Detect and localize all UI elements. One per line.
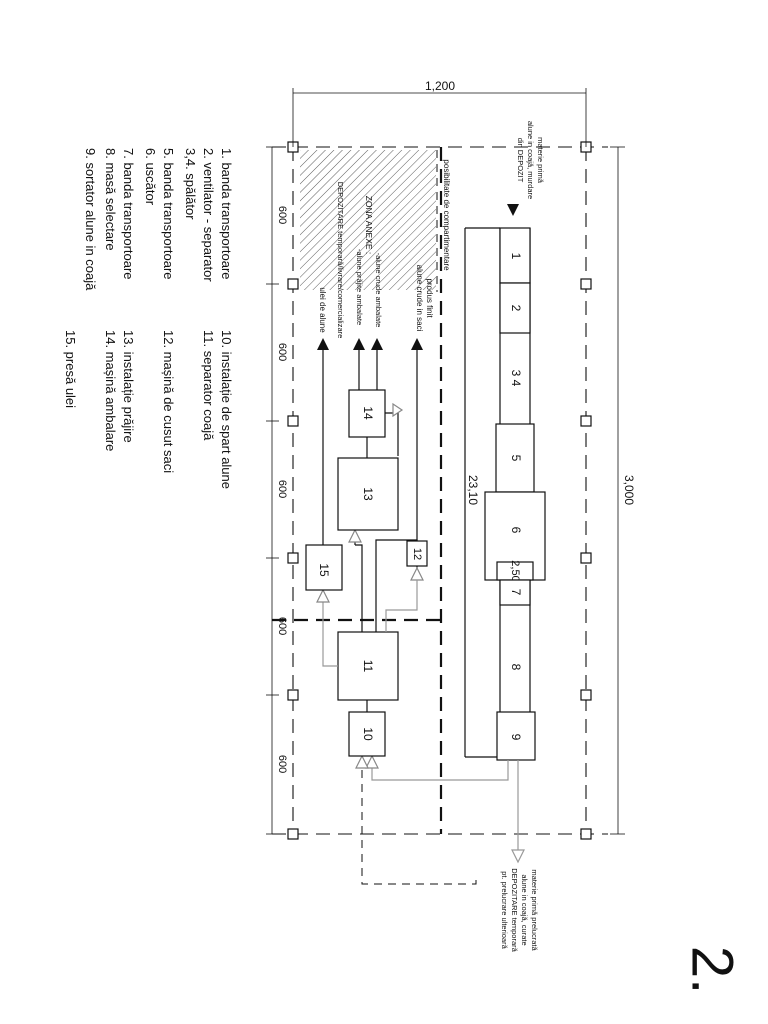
bay-label-3: 600 — [276, 480, 288, 498]
unit-13-label: 13 — [361, 487, 375, 501]
unit-6: 6 2,50 — [484, 491, 546, 582]
unit-9-label: 9 — [509, 734, 523, 741]
unit-3-4: 3 4 — [509, 370, 523, 387]
dimension-width: 1,200 — [292, 79, 587, 147]
dimension-inner-length: 23,10 — [466, 475, 480, 505]
dimension-width-label: 1,200 — [425, 79, 455, 93]
dimension-length: 3,000 — [610, 146, 636, 835]
output-labels: produs finit alune crude in saci ulei de… — [318, 265, 434, 334]
unit-7-label: 7 — [509, 589, 523, 596]
flows-from-separator — [316, 528, 424, 667]
annex-zone: posibilitate de compartimentare ZONA ANE… — [300, 150, 451, 338]
output-processed-line-2: alune in coajă, curate — [520, 874, 529, 945]
legend-item-10: 11. separator coajă — [201, 330, 216, 441]
unit-15-label: 15 — [317, 563, 331, 577]
legend-item-11: 12. mașină de cusut saci — [161, 330, 176, 473]
unit-7: 7 — [499, 579, 531, 606]
building-outline — [272, 146, 608, 835]
legend-item-1: 1. banda transportoare — [219, 148, 234, 280]
unit-8-label: 8 — [509, 664, 523, 671]
unit-5: 5 — [495, 423, 535, 493]
unit-14: 14 — [348, 389, 386, 438]
zone-title: ZONA ANEXE : — [364, 196, 374, 255]
legend-col-2: 10. instalație de spart alune 11. separa… — [63, 330, 234, 489]
unit-13: 13 — [337, 457, 399, 531]
dimension-length-label: 3,000 — [622, 475, 636, 505]
legend-item-13: 14. mașină ambalare — [103, 330, 118, 451]
bay-label-2: 600 — [276, 343, 288, 361]
input-raw-line-1: materie primă — [536, 137, 545, 184]
output-raw-bags: alune crude in saci — [415, 265, 424, 332]
input-raw-material: materie primă alune in coajă, murdare di… — [507, 121, 545, 216]
legend-item-8: 9. sortator alune in coajă — [83, 148, 98, 291]
page-number-text: 2. — [680, 946, 745, 994]
legend-item-4: 5. banda transportoare — [161, 148, 176, 280]
zone-line-1: -alune crude ambalate — [374, 253, 383, 328]
unit-12-label: 12 — [411, 548, 423, 560]
bay-label-4: 600 — [276, 617, 288, 635]
zone-line-2: -alune prăjite ambalate — [355, 249, 364, 325]
output-finished-product: produs finit — [425, 278, 434, 318]
output-processed-line-4: pt. prelucrare ulterioară — [500, 871, 509, 949]
legend-item-5: 6. uscător — [143, 148, 158, 206]
unit-10: 10 — [348, 711, 386, 757]
bay-label-1: 600 — [276, 206, 288, 224]
dimension-inner-width-label: 2,50 — [509, 560, 521, 581]
flow-connections — [355, 754, 509, 885]
unit-14-label: 14 — [361, 406, 375, 420]
unit-8: 8 — [509, 664, 523, 671]
legend-item-14: 15. presă ulei — [63, 330, 78, 408]
output-processed-line-3: DEPOZITARE temporară — [510, 868, 519, 952]
page-number: 2. — [680, 946, 745, 994]
legend-col-1: 1. banda transportoare 2. ventilator - s… — [83, 148, 234, 291]
legend-item-2: 2. ventilator - separator — [201, 148, 216, 282]
output-oil: ulei de alune — [318, 287, 327, 333]
unit-10-label: 10 — [361, 727, 375, 741]
input-raw-line-3: din DEPOZIT — [516, 138, 525, 183]
unit-9: 9 — [496, 711, 536, 761]
legend-item-7: 8. masă selectare — [103, 148, 118, 251]
unit-6-label: 6 — [509, 527, 523, 534]
legend-item-12: 13. instalație prăjire — [121, 330, 136, 443]
legend-item-9: 10. instalație de spart alune — [219, 330, 234, 489]
output-processed-line-1: materie primă prelucrată — [530, 869, 539, 951]
zone-line-3: DEPOZITARE temporară/livrare/comercializ… — [336, 182, 345, 339]
unit-5-label: 5 — [509, 455, 523, 462]
unit-2: 2 — [499, 282, 531, 334]
unit-11: 11 — [337, 631, 399, 701]
zone-possibility: posibilitate de compartimentare — [442, 159, 451, 271]
unit-15: 15 — [305, 544, 343, 591]
unit-1-label: 1 — [509, 253, 523, 260]
input-raw-line-2: alune in coajă, murdare — [526, 121, 535, 199]
legend-item-6: 7. banda transportoare — [121, 148, 136, 280]
unit-2-label: 2 — [509, 305, 523, 312]
unit-12: 12 — [406, 540, 428, 567]
unit-1: 1 — [499, 227, 531, 284]
unit-3-4-label: 3 4 — [509, 370, 523, 387]
output-processed: materie primă prelucrată alune in coajă,… — [500, 760, 539, 953]
unit-11-label: 11 — [361, 660, 375, 673]
bay-label-5: 600 — [276, 755, 288, 773]
dimension-inner-length-label: 23,10 — [466, 475, 480, 505]
legend-item-3: 3,4. spălător — [183, 148, 198, 220]
dimension-bays: 600 600 600 600 600 — [266, 146, 288, 835]
